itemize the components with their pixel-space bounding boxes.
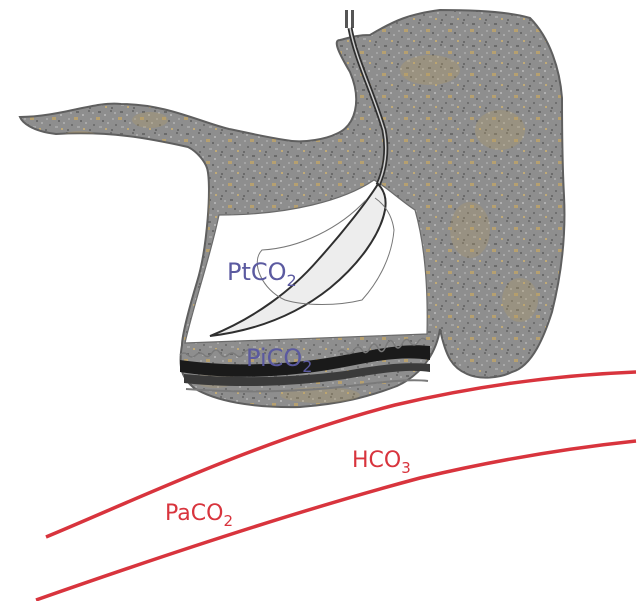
catheter-connector [345, 10, 348, 28]
label-hco3: HCO3 [352, 448, 411, 477]
label-paco2: PaCO2 [165, 501, 233, 530]
label-ptco2: PtCO2 [227, 258, 297, 290]
blood-vessel [36, 372, 636, 600]
vessel-wall-lower [36, 441, 636, 600]
